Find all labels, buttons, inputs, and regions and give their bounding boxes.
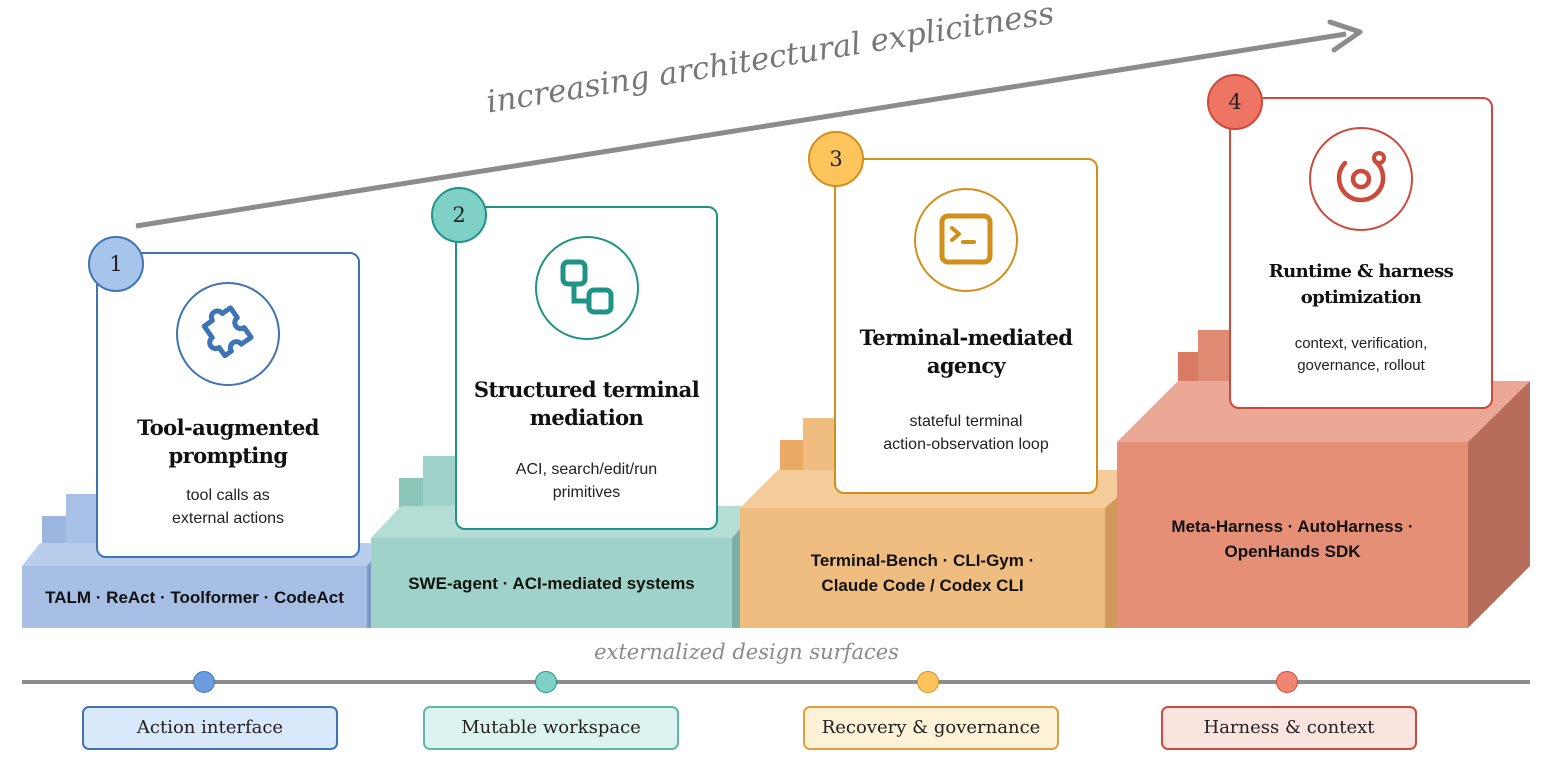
stage-desc-2: ACI, search/edit/run primitives xyxy=(515,461,658,501)
stage-card-2: Structured terminal mediation ACI, searc… xyxy=(455,206,718,530)
stage-title-1: Tool-augmented prompting xyxy=(137,415,319,468)
stage-card-4: Runtime & harness optimization context, … xyxy=(1229,97,1493,409)
icon-circle-1 xyxy=(176,282,280,386)
axis-dot-2 xyxy=(535,671,557,693)
icon-circle-2 xyxy=(534,236,639,340)
systems-4: Meta-Harness · AutoHarness · OpenHands S… xyxy=(1171,517,1414,561)
surface-mutable-workspace: Mutable workspace xyxy=(423,706,679,750)
stage-card-1: Tool-augmented prompting tool calls as e… xyxy=(96,252,360,558)
stage-number-1: 1 xyxy=(88,236,144,292)
surface-action-interface: Action interface xyxy=(82,706,338,750)
axis-label: externalized design surfaces xyxy=(594,640,899,664)
stage-card-3: Terminal-mediated agency stateful termin… xyxy=(834,158,1098,494)
icon-circle-3 xyxy=(914,188,1018,292)
stage-number-4: 4 xyxy=(1207,74,1263,130)
stage-title-3: Terminal-mediated agency xyxy=(859,325,1073,378)
surface-harness-context: Harness & context xyxy=(1161,706,1417,750)
stage-number-2: 2 xyxy=(431,187,487,243)
axis-dot-4 xyxy=(1276,671,1298,693)
axis-line xyxy=(22,680,1530,684)
systems-3: Terminal-Bench · CLI-Gym · Claude Code /… xyxy=(810,551,1035,595)
axis-dot-3 xyxy=(917,671,939,693)
stage-desc-3: stateful terminal action-observation loo… xyxy=(883,413,1049,453)
stage-desc-4: context, verification, governance, rollo… xyxy=(1294,335,1428,374)
terminal-icon xyxy=(939,213,993,265)
icon-circle-4 xyxy=(1309,127,1413,231)
systems-2: SWE-agent · ACI-mediated systems xyxy=(408,574,695,593)
stage-desc-1: tool calls as external actions xyxy=(171,487,285,527)
stage-title-4: Runtime & harness optimization xyxy=(1268,261,1454,308)
stage-title-2: Structured terminal mediation xyxy=(473,377,700,430)
workflow-icon xyxy=(560,259,613,315)
stage-number-3: 3 xyxy=(808,131,864,187)
systems-1: TALM · ReAct · Toolformer · CodeAct xyxy=(45,588,344,607)
surface-recovery-governance: Recovery & governance xyxy=(803,706,1059,750)
puzzle-icon xyxy=(201,305,254,359)
axis-dot-1 xyxy=(193,671,215,693)
orbit-icon xyxy=(1336,151,1386,203)
